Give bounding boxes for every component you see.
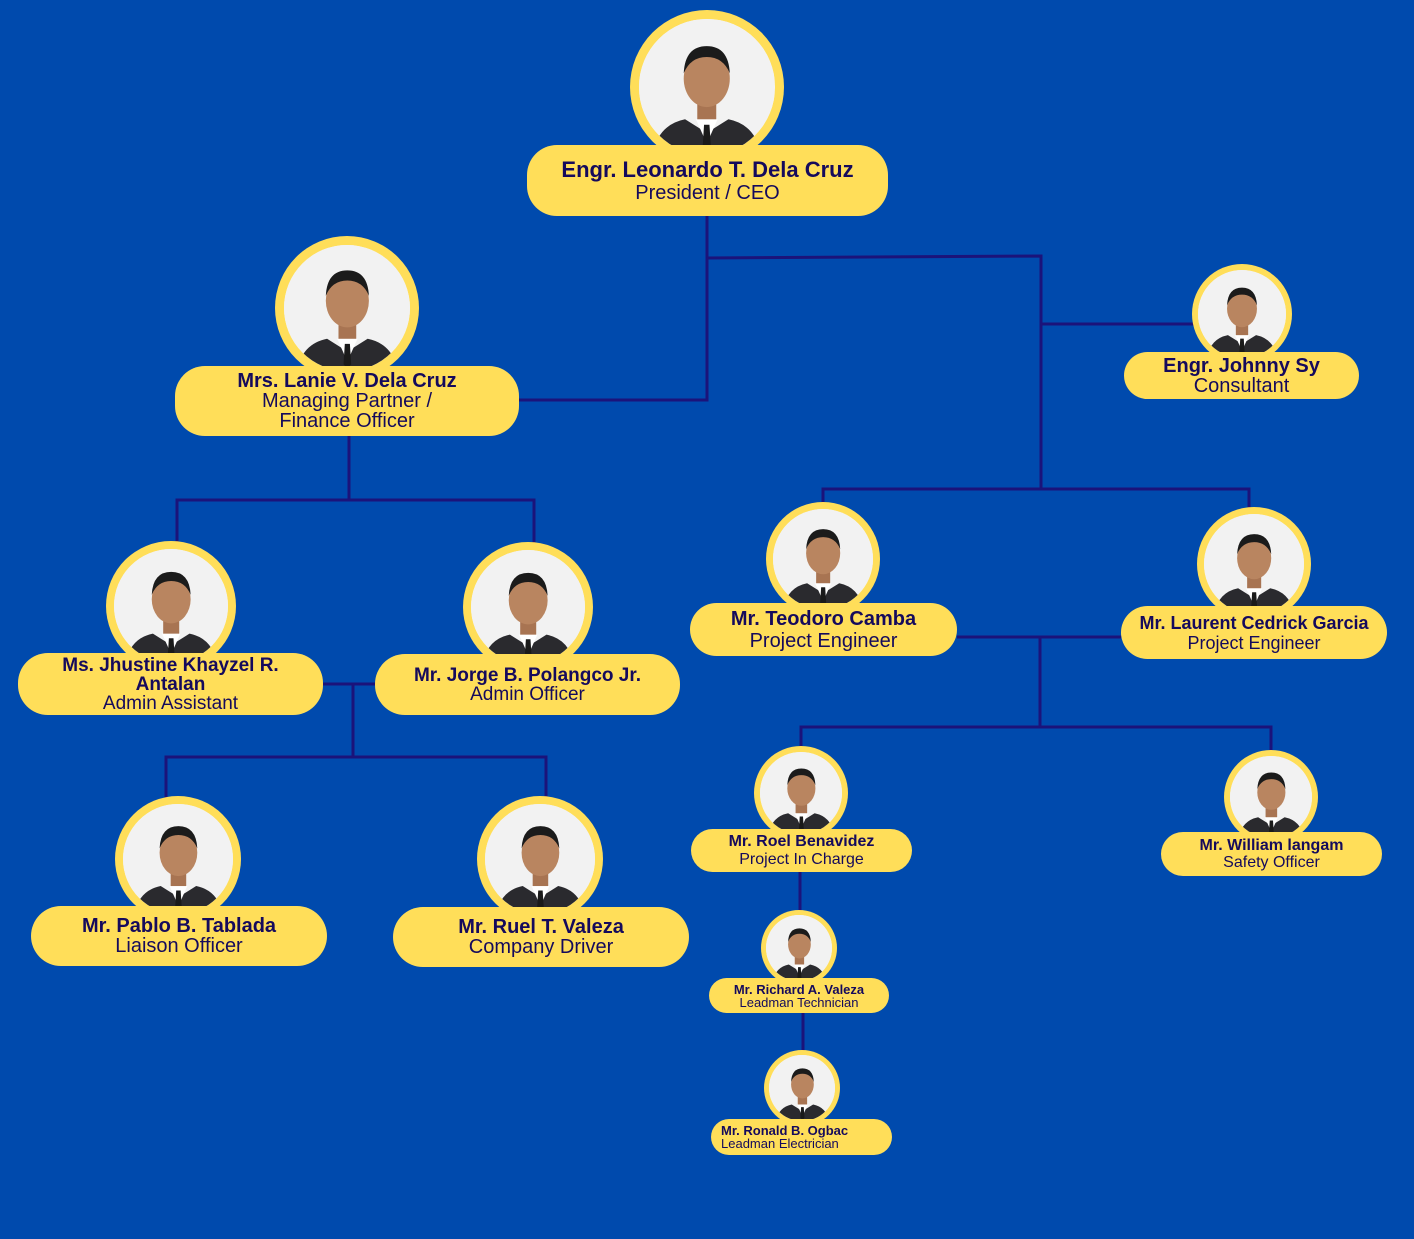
- person-photo-icon: [283, 244, 411, 372]
- node-title: Project In Charge: [739, 850, 864, 868]
- node-title: Leadman Electrician: [721, 1136, 839, 1151]
- node-roel: Mr. Roel Benavidez Project In Charge: [691, 829, 912, 872]
- node-title: President / CEO: [635, 181, 780, 204]
- node-name: Engr. Leonardo T. Dela Cruz: [561, 156, 854, 182]
- node-jhustine: Ms. Jhustine Khayzel R. Antalan Admin As…: [18, 653, 323, 715]
- node-name: Mr. William langam: [1199, 836, 1344, 854]
- node-title: Project Engineer: [749, 629, 898, 652]
- photo-jorge: [463, 542, 593, 672]
- photo-pablo: [115, 796, 241, 922]
- node-laurent: Mr. Laurent Cedrick Garcia Project Engin…: [1121, 606, 1387, 659]
- node-teodoro: Mr. Teodoro Camba Project Engineer: [690, 603, 957, 656]
- node-title: Consultant: [1193, 374, 1290, 397]
- person-photo-icon: [765, 914, 833, 982]
- node-lanie: Mrs. Lanie V. Dela Cruz Managing Partner…: [175, 366, 519, 436]
- photo-roel: [754, 746, 848, 840]
- person-photo-icon: [1198, 270, 1286, 358]
- connector-ceo-lanie: [519, 216, 709, 402]
- node-name: Mr. Laurent Cedrick Garcia: [1139, 612, 1369, 633]
- photo-ruel: [477, 796, 603, 922]
- photo-william: [1224, 750, 1318, 844]
- node-william: Mr. William langam Safety Officer: [1161, 832, 1382, 876]
- node-name: Mr. Richard A. Valeza: [733, 981, 865, 997]
- node-pablo: Mr. Pablo B. Tablada Liaison Officer: [31, 906, 327, 966]
- person-photo-icon: [639, 19, 775, 155]
- node-name: Mr. Pablo B. Tablada: [81, 915, 277, 937]
- node-jorge: Mr. Jorge B. Polangco Jr. Admin Officer: [375, 654, 680, 715]
- connector-staff-branch: [164, 755, 548, 800]
- node-richard: Mr. Richard A. Valeza Leadman Technician: [709, 978, 889, 1013]
- node-title: Managing Partner / Finance Officer: [261, 390, 433, 432]
- person-photo-icon: [1229, 755, 1313, 839]
- node-johnny: Engr. Johnny Sy Consultant: [1124, 352, 1359, 399]
- node-name: Engr. Johnny Sy: [1163, 354, 1320, 377]
- connector-engineers: [821, 487, 1251, 510]
- node-name: Mr. Ronald B. Ogbac: [721, 1123, 849, 1138]
- node-ronald: Mr. Ronald B. Ogbac Leadman Electrician: [711, 1119, 892, 1155]
- photo-teodoro: [766, 502, 880, 616]
- person-photo-icon: [470, 549, 586, 665]
- person-photo-icon: [768, 1054, 836, 1122]
- node-name: Mr. Ruel T. Valeza: [458, 916, 624, 938]
- node-name: Mrs. Lanie V. Dela Cruz: [237, 370, 457, 392]
- node-ceo: Engr. Leonardo T. Dela Cruz President / …: [527, 145, 888, 216]
- photo-laurent: [1197, 507, 1311, 621]
- node-title: Admin Officer: [470, 683, 585, 705]
- person-photo-icon: [484, 803, 596, 915]
- person-photo-icon: [1203, 513, 1305, 615]
- photo-jhustine: [106, 541, 236, 671]
- node-title: Company Driver: [468, 936, 614, 958]
- photo-ceo: [630, 10, 784, 164]
- photo-ronald: [764, 1050, 840, 1126]
- person-photo-icon: [759, 751, 843, 835]
- node-title: Project Engineer: [1187, 632, 1321, 653]
- node-name: Mr. Jorge B. Polangco Jr.: [413, 664, 641, 686]
- photo-richard: [761, 910, 837, 986]
- node-title: Leadman Technician: [739, 994, 859, 1010]
- node-title: Liaison Officer: [115, 935, 243, 957]
- connector-admin: [175, 498, 536, 547]
- person-photo-icon: [122, 803, 234, 915]
- person-photo-icon: [772, 508, 874, 610]
- node-title: Safety Officer: [1223, 853, 1320, 871]
- node-name: Mr. Teodoro Camba: [730, 607, 917, 630]
- photo-johnny: [1192, 264, 1292, 364]
- node-name: Ms. Jhustine Khayzel R. Antalan: [62, 654, 279, 695]
- connector-ceo-right: [706, 254, 1043, 489]
- person-photo-icon: [113, 548, 229, 664]
- photo-lanie: [275, 236, 419, 380]
- node-name: Mr. Roel Benavidez: [728, 832, 875, 850]
- node-ruel: Mr. Ruel T. Valeza Company Driver: [393, 907, 689, 967]
- node-title: Admin Assistant: [102, 692, 239, 714]
- connector-site-branch: [799, 725, 1273, 754]
